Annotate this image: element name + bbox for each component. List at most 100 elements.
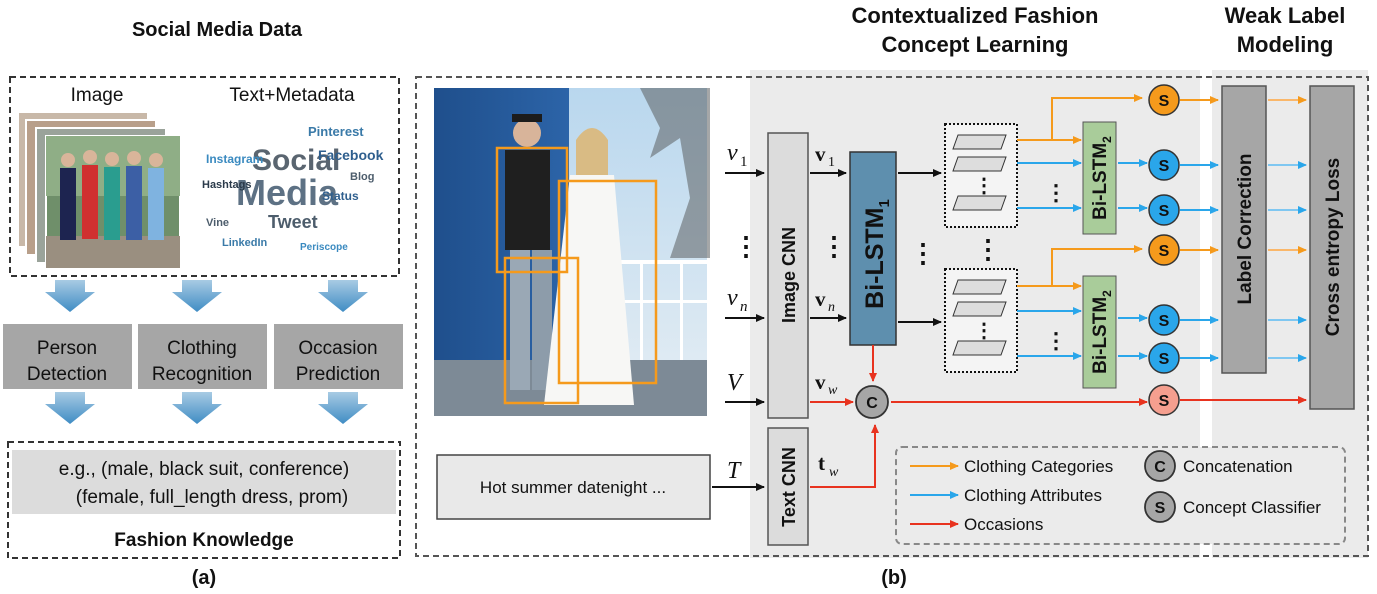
image-label: Image — [71, 85, 124, 106]
text-input-content: Hot summer datenight ... — [480, 478, 666, 497]
text-cnn-label: Text CNN — [779, 447, 799, 527]
feat-tw-sub: w — [829, 465, 839, 480]
example-line-2: (female, full_length dress, prom) — [76, 487, 348, 508]
svg-text:S: S — [1159, 313, 1170, 330]
wordcloud-pinterest: Pinterest — [308, 124, 364, 139]
classifier-cat-1: S — [1148, 84, 1180, 116]
classifier-attr-1: S — [1148, 149, 1180, 181]
dots-bilstm: ⋮ — [910, 238, 936, 268]
wordcloud-social: Social — [252, 144, 340, 177]
legend-classifier-symbol: S — [1155, 500, 1166, 517]
cross-entropy-label: Cross entropy Loss — [1323, 158, 1344, 336]
svg-text:⋮: ⋮ — [974, 320, 994, 342]
svg-text:S: S — [1159, 158, 1170, 175]
example-bg — [12, 450, 396, 514]
cross-entropy-block: Cross entropy Loss — [1309, 85, 1355, 410]
feat-tw: t — [818, 451, 825, 475]
input-labels: v 1 ⋮ v n V T — [727, 140, 759, 484]
svg-text:S: S — [1159, 243, 1170, 260]
dots-inputs: ⋮ — [733, 231, 759, 261]
bilstm1-sub: 1 — [876, 199, 893, 207]
legend: Clothing Categories Clothing Attributes … — [895, 446, 1346, 545]
cnn-to-bilstm-arrows — [810, 169, 847, 322]
feat-vw-sub: w — [828, 383, 838, 398]
svg-text:Occasion: Occasion — [298, 338, 377, 359]
label-correction-block: Label Correction — [1221, 85, 1267, 374]
panel-b-border — [415, 76, 1369, 557]
feat-v1-sub: 1 — [828, 155, 835, 170]
classifier-occasion: S — [1148, 384, 1180, 416]
wordcloud-blog: Blog — [350, 171, 374, 183]
classifier-to-correction-arrows — [1180, 96, 1219, 362]
classifier-cat-2: S — [1148, 234, 1180, 266]
arrow-down-1 — [45, 280, 95, 312]
arrow-down-5 — [172, 392, 222, 424]
legend-categories: Clothing Categories — [964, 457, 1113, 476]
svg-text:S: S — [1159, 351, 1170, 368]
correction-to-loss-arrows — [1268, 96, 1307, 362]
dots-features: ⋮ — [821, 231, 847, 261]
wordcloud-vine: Vine — [206, 217, 229, 229]
bilstm2-block-1: Bi-LSTM2 — [1082, 121, 1117, 235]
dots-bilstm2-2: ⋮ — [1045, 328, 1067, 353]
image-cnn-block: Image CNN — [767, 132, 809, 419]
weak-label-title-2: Modeling — [1237, 32, 1334, 57]
arrow-down-4 — [45, 392, 95, 424]
svg-text:Clothing: Clothing — [167, 338, 237, 359]
legend-concatenation: Concatenation — [1183, 457, 1293, 476]
wordcloud-hashtags: Hashtags — [202, 179, 252, 191]
legend-concat-symbol: C — [1154, 459, 1166, 476]
dots-bilstm2-1: ⋮ — [1045, 180, 1067, 205]
bbox-person-1 — [495, 146, 569, 274]
contextual-title-2: Concept Learning — [881, 32, 1068, 57]
text-cnn-block: Text CNN — [767, 427, 809, 546]
feat-vn-sub: n — [828, 300, 835, 315]
bilstm2-block-2: Bi-LSTM2 — [1082, 275, 1117, 389]
svg-text:Bi-LSTM2: Bi-LSTM2 — [1090, 136, 1114, 220]
feat-vw: v — [815, 370, 826, 394]
dots-garment: ⋮ — [975, 234, 1001, 264]
svg-text:C: C — [866, 395, 878, 412]
svg-text:Bi-LSTM2: Bi-LSTM2 — [1090, 290, 1114, 374]
label-V: V — [727, 370, 744, 396]
wordcloud-periscope: Periscope — [300, 242, 348, 253]
step-person-detection: Person Detection — [3, 324, 132, 389]
label-vn: v — [727, 285, 738, 311]
feature-labels: v 1 ⋮ v n v w t w — [815, 142, 847, 480]
label-v1-sub: 1 — [740, 154, 748, 170]
garment-box-2: ⋮ — [944, 268, 1018, 373]
svg-text:Prediction: Prediction — [296, 364, 381, 385]
contextual-title-1: Contextualized Fashion — [852, 3, 1099, 28]
occasion-arrows — [810, 345, 1307, 488]
arrow-down-3 — [318, 280, 368, 312]
wordcloud-status: Status — [322, 189, 359, 203]
classifier-attr-3: S — [1148, 304, 1180, 336]
garment-box-1: ⋮ — [944, 123, 1018, 228]
label-T: T — [727, 458, 742, 484]
example-line-1: e.g., (male, black suit, conference) — [59, 459, 349, 480]
legend-attributes: Clothing Attributes — [964, 486, 1102, 505]
svg-text:Recognition: Recognition — [152, 364, 252, 385]
legend-classifier: Concept Classifier — [1183, 498, 1321, 517]
wordcloud-tweet: Tweet — [268, 212, 318, 232]
attribute-arrows — [1017, 159, 1148, 360]
legend-occasions: Occasions — [964, 515, 1043, 534]
feat-v1: v — [815, 142, 826, 166]
panel-b-caption: (b) — [881, 567, 907, 589]
classifier-nodes: S S S S S S S — [1148, 84, 1180, 416]
bbox-person-2 — [557, 179, 658, 385]
social-media-box — [9, 76, 400, 277]
input-photo — [434, 88, 710, 416]
wordcloud-media: Media — [236, 172, 339, 213]
svg-text:Bi-LSTM1: Bi-LSTM1 — [861, 199, 893, 309]
wordcloud-linkedin: LinkedIn — [222, 237, 268, 249]
svg-text:Detection: Detection — [27, 364, 107, 385]
classifier-attr-2: S — [1148, 194, 1180, 226]
arrow-down-2 — [172, 280, 222, 312]
step-occasion-prediction: Occasion Prediction — [274, 324, 403, 389]
classifier-attr-4: S — [1148, 342, 1180, 374]
wordcloud-instagram: Instagram — [206, 152, 263, 166]
label-vn-sub: n — [740, 299, 748, 315]
word-cloud: Social Media Tweet Facebook Pinterest Ha… — [202, 124, 384, 253]
